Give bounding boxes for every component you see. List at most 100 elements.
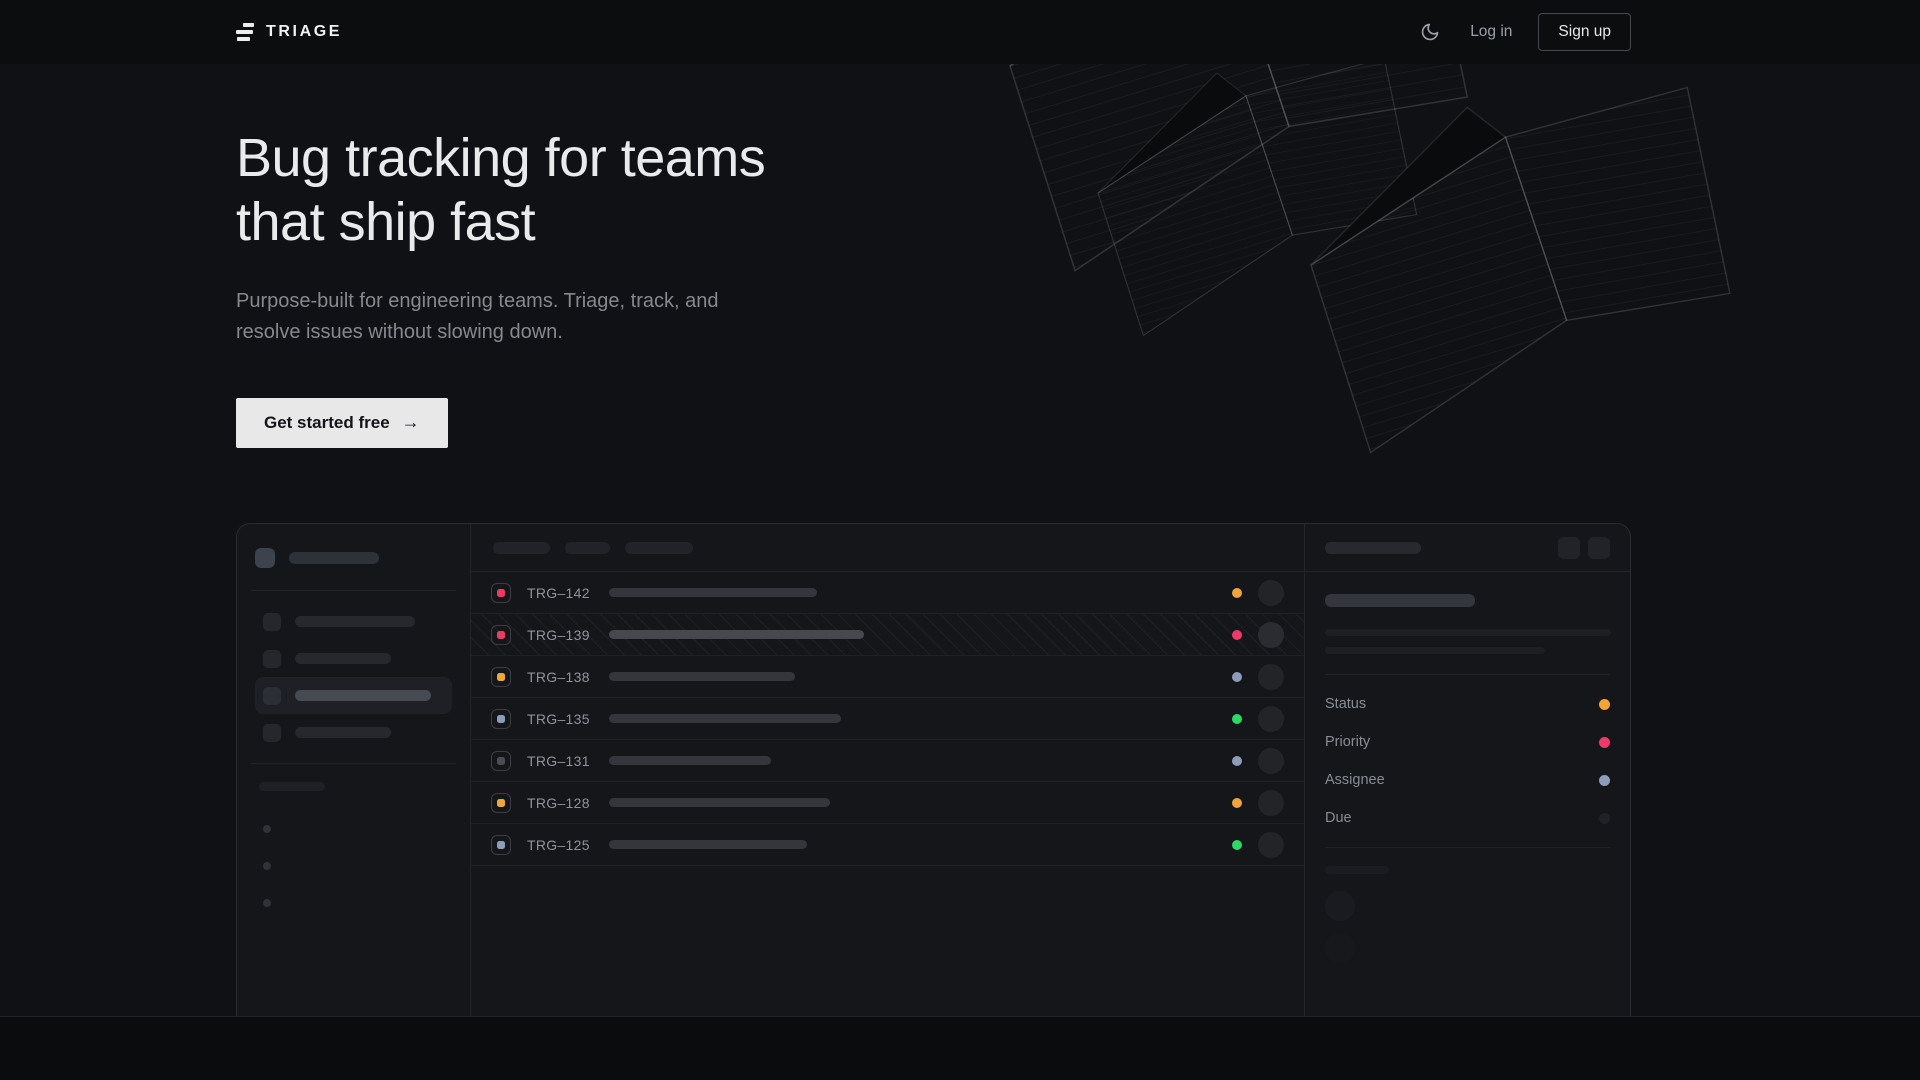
issue-row[interactable]: TRG–142 xyxy=(471,572,1304,614)
get-started-button[interactable]: Get started free → xyxy=(236,398,448,448)
workspace-name-skeleton xyxy=(289,552,379,564)
detail-action-button[interactable] xyxy=(1558,536,1580,559)
comment-avatar-skeleton xyxy=(1325,891,1355,921)
property-row[interactable]: Due xyxy=(1325,799,1610,837)
nav-icon xyxy=(263,649,281,668)
property-value-dot xyxy=(1599,736,1610,748)
theme-toggle-button[interactable] xyxy=(1416,18,1444,46)
priority-icon xyxy=(491,624,511,645)
issue-title-skeleton xyxy=(609,588,817,597)
login-link[interactable]: Log in xyxy=(1470,23,1513,40)
assignee-avatar xyxy=(1258,831,1284,858)
issue-id: TRG–135 xyxy=(527,710,590,727)
app-preview-window: TRG–142 TRG–139 TRG–138 TRG–135 TRG–131 xyxy=(236,523,1631,1016)
property-row[interactable]: Assignee xyxy=(1325,761,1610,799)
description-line-skeleton xyxy=(1325,629,1611,636)
property-value-dot xyxy=(1599,774,1610,786)
activity-label-skeleton xyxy=(1325,866,1389,874)
priority-icon xyxy=(491,834,511,855)
status-dot xyxy=(1232,629,1242,640)
nav-label-skeleton xyxy=(295,653,391,664)
property-row[interactable]: Status xyxy=(1325,685,1610,723)
sidebar-nav-item[interactable] xyxy=(255,640,452,677)
brand-logo[interactable]: TRIAGE xyxy=(236,23,342,41)
hero-title-line2: that ship fast xyxy=(236,192,536,252)
hero-section: Bug tracking for teams that ship fast Pu… xyxy=(0,64,1920,1017)
description-line-skeleton xyxy=(1325,647,1545,654)
assignee-avatar xyxy=(1258,705,1284,732)
issue-id: TRG–138 xyxy=(527,668,590,685)
workspace-switcher[interactable] xyxy=(255,548,452,568)
status-dot xyxy=(1232,587,1242,598)
sidebar-divider xyxy=(251,590,456,591)
nav-label-skeleton xyxy=(295,690,431,701)
top-navigation-bar: TRIAGE Log in Sign up xyxy=(0,0,1920,64)
filter-tab-skeleton[interactable] xyxy=(565,541,610,554)
issue-row[interactable]: TRG–135 xyxy=(471,698,1304,740)
issue-rows: TRG–142 TRG–139 TRG–138 TRG–135 TRG–131 xyxy=(471,572,1304,866)
detail-divider xyxy=(1325,674,1610,675)
issue-title-skeleton xyxy=(609,630,864,639)
priority-icon xyxy=(491,708,511,729)
issue-list-toolbar xyxy=(471,524,1304,572)
issue-row[interactable]: TRG–138 xyxy=(471,656,1304,698)
issue-id: TRG–131 xyxy=(527,752,590,769)
property-label: Due xyxy=(1325,810,1352,826)
issue-list-panel: TRG–142 TRG–139 TRG–138 TRG–135 TRG–131 xyxy=(471,524,1304,1016)
section-title-skeleton xyxy=(259,782,325,791)
issue-title-skeleton xyxy=(609,756,771,765)
sidebar-nav-item-active[interactable] xyxy=(255,677,452,714)
issue-title-skeleton xyxy=(609,714,841,723)
property-value-dot xyxy=(1599,698,1610,710)
property-value-dot xyxy=(1599,812,1610,824)
priority-icon xyxy=(491,582,511,603)
priority-icon xyxy=(491,792,511,813)
assignee-avatar xyxy=(1258,789,1284,816)
detail-divider xyxy=(1325,847,1610,848)
sidebar-bullet xyxy=(263,899,271,907)
issue-row[interactable]: TRG–125 xyxy=(471,824,1304,866)
sidebar-nav-item[interactable] xyxy=(255,603,452,640)
signup-button[interactable]: Sign up xyxy=(1538,13,1631,51)
issue-title-skeleton xyxy=(1325,594,1475,607)
issue-row[interactable]: TRG–139 xyxy=(471,614,1304,656)
triage-bars-icon xyxy=(236,23,254,41)
status-dot xyxy=(1232,797,1242,808)
next-section-strip xyxy=(0,1017,1920,1080)
sidebar-section xyxy=(255,764,452,907)
detail-breadcrumb-skeleton xyxy=(1325,541,1421,554)
issue-row[interactable]: TRG–128 xyxy=(471,782,1304,824)
issue-row[interactable]: TRG–131 xyxy=(471,740,1304,782)
comment-avatar-skeleton xyxy=(1325,933,1355,963)
issue-id: TRG–139 xyxy=(527,626,590,643)
property-fields: Status Priority Assignee Due xyxy=(1325,675,1610,837)
sidebar-nav xyxy=(255,591,452,763)
sidebar-divider xyxy=(251,763,456,764)
nav-icon xyxy=(263,723,281,742)
hero-subtitle: Purpose-built for engineering teams. Tri… xyxy=(236,286,718,348)
arrow-right-icon: → xyxy=(401,412,420,432)
filter-tab-skeleton[interactable] xyxy=(625,541,693,554)
issue-id: TRG–142 xyxy=(527,584,590,601)
assignee-avatar xyxy=(1258,621,1284,648)
nav-label-skeleton xyxy=(295,616,415,627)
status-dot xyxy=(1232,755,1242,766)
hero-subtitle-line1: Purpose-built for engineering teams. Tri… xyxy=(236,290,719,312)
issue-title-skeleton xyxy=(609,840,807,849)
hero-title-line1: Bug tracking for teams xyxy=(236,128,766,188)
nav-label-skeleton xyxy=(295,727,391,738)
brand-name: TRIAGE xyxy=(266,23,343,40)
nav-icon xyxy=(263,686,281,705)
property-label: Priority xyxy=(1325,734,1371,750)
status-dot xyxy=(1232,713,1242,724)
property-label: Assignee xyxy=(1325,772,1385,788)
sidebar-nav-item[interactable] xyxy=(255,714,452,751)
property-row[interactable]: Priority xyxy=(1325,723,1610,761)
detail-action-button[interactable] xyxy=(1588,536,1610,559)
sidebar-bullet xyxy=(263,862,271,870)
priority-icon xyxy=(491,750,511,771)
issue-detail-panel: Status Priority Assignee Due xyxy=(1304,524,1630,1016)
filter-tab-skeleton[interactable] xyxy=(493,541,550,554)
hero-title: Bug tracking for teams that ship fast xyxy=(236,126,766,254)
detail-toolbar xyxy=(1305,524,1630,572)
